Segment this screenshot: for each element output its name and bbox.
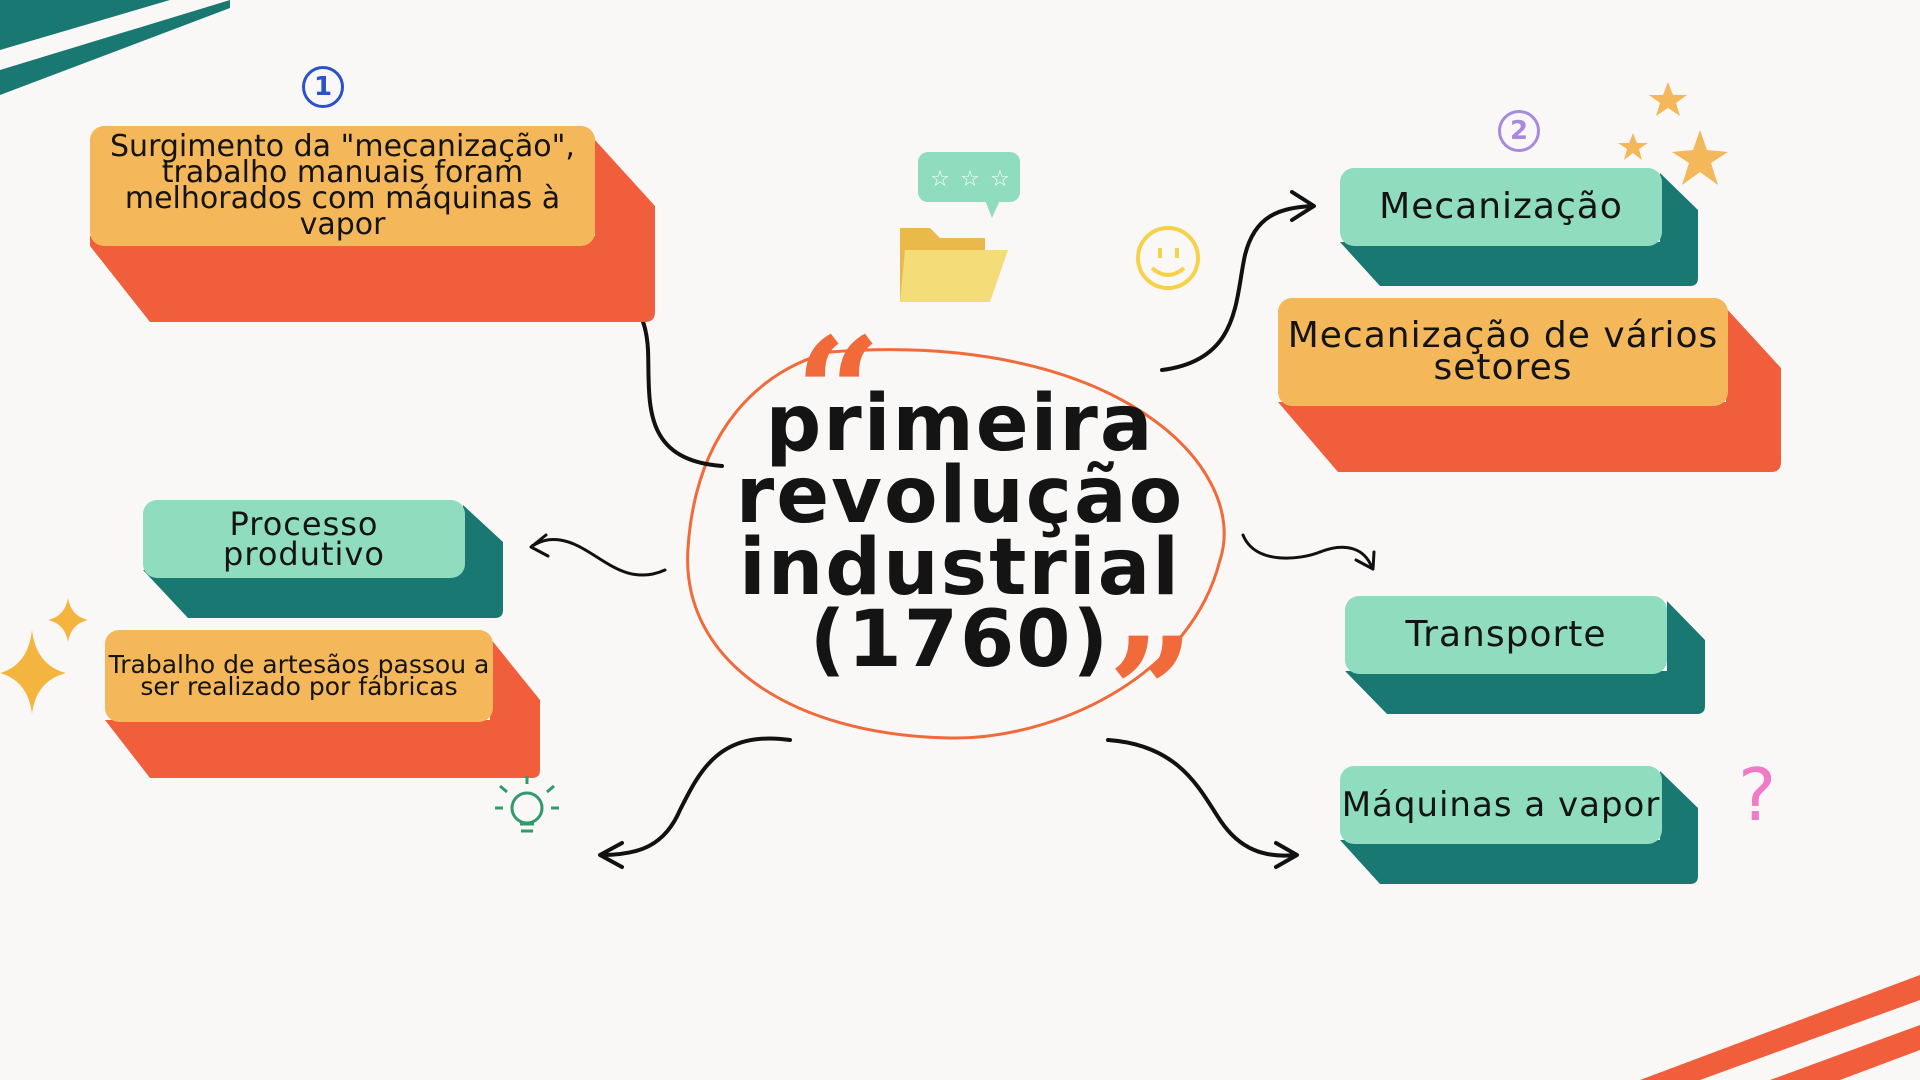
box-mecanizacao: Mecanização (1340, 168, 1698, 286)
title-line-3: industrial (739, 523, 1181, 613)
sparkle-icon (0, 598, 88, 714)
arrow-to-processo (530, 538, 667, 577)
box-surgimento-text: Surgimento da "mecanização", trabalho ma… (90, 126, 595, 246)
close-quote-mark: ” (1108, 605, 1195, 781)
box-transporte: Transporte (1345, 596, 1705, 714)
box-trabalho-text: Trabalho de artesãos passou a ser realiz… (105, 630, 493, 722)
box-trabalho-artesaos: Trabalho de artesãos passou a ser realiz… (105, 630, 540, 778)
svg-text:☆: ☆ (990, 167, 1010, 192)
center-ellipse (686, 348, 1226, 740)
badge-number-two: 2 (1498, 110, 1540, 152)
box-maquinas-vapor: Máquinas a vapor (1340, 766, 1698, 884)
arrow-to-mecanizacao (1160, 204, 1314, 372)
question-mark-icon: ? (1738, 753, 1776, 837)
rating-speech-bubble-icon: ☆ ☆ ☆ (918, 152, 1020, 218)
box-processo-produtivo: Processo produtivo (143, 500, 503, 618)
box-mecanizacao-setores: Mecanização de vários setores (1278, 298, 1781, 472)
central-title: primeira revolução industrial (1760) (690, 379, 1230, 685)
box-mecanizacao-text: Mecanização (1340, 168, 1662, 246)
box-transporte-text: Transporte (1345, 596, 1667, 674)
box-maquinas-text: Máquinas a vapor (1340, 766, 1662, 844)
box-processo-text: Processo produtivo (143, 500, 465, 578)
smiley-icon (1136, 226, 1200, 290)
arrow-to-bottom-left (600, 736, 792, 857)
title-line-2: revolução (735, 451, 1185, 541)
open-quote-mark: “ (795, 305, 882, 481)
svg-text:☆: ☆ (930, 167, 950, 192)
title-line-1: primeira (765, 379, 1155, 469)
badge-number-one: 1 (302, 66, 344, 108)
title-line-4: (1760) (809, 595, 1111, 685)
svg-text:☆: ☆ (960, 167, 980, 192)
box-surgimento-mecanizacao: Surgimento da "mecanização", trabalho ma… (90, 126, 655, 322)
folder-icon (900, 228, 1008, 302)
arrow-to-maquinas (1106, 738, 1298, 858)
lightbulb-icon (495, 776, 559, 833)
arrow-to-transporte (1241, 533, 1374, 570)
star-icon (1618, 82, 1728, 185)
box-setores-text: Mecanização de vários setores (1278, 298, 1728, 406)
